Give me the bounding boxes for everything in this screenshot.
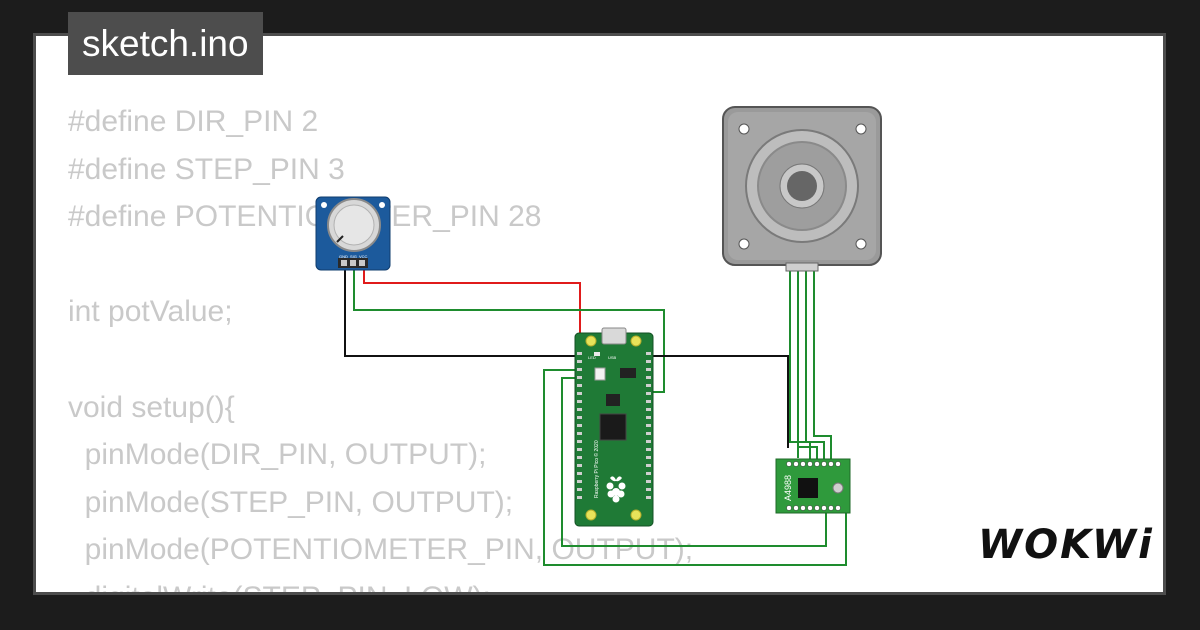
pot-knob-indicator [336,235,344,243]
pico-small-chip [620,368,636,378]
motor-screw-tl [738,123,750,135]
raspberry-pi-pico[interactable]: LED USB Raspberry Pi Pico © 2020 [574,327,654,527]
pico-board-text: Raspberry Pi Pico © 2020 [593,440,600,498]
code-line-5: int potValue; [68,295,233,329]
wire-motor-2[interactable] [797,266,818,460]
code-line-9: pinMode(STEP_PIN, OUTPUT); [68,485,514,519]
stepper-motor[interactable] [722,106,882,272]
motor-screw-bl [738,238,750,250]
code-line-7: void setup(){ [68,390,235,424]
pot-label-sig: SIG [350,254,357,259]
pico-bootsel-button[interactable] [594,367,606,381]
wire-motor-3[interactable] [805,266,825,460]
pico-rp2040-chip [599,413,627,441]
file-tab[interactable]: sketch.ino [68,12,263,75]
wires [344,265,847,566]
a4988-driver[interactable]: A4988 [775,458,851,514]
wire-pico-left-2[interactable] [561,377,827,547]
driver-pins-top [786,461,841,467]
wire-pot-gnd-black[interactable] [344,265,789,448]
pico-hole-tl [585,335,597,347]
pot-pin-vcc [359,260,365,266]
code-line-2: #define STEP_PIN 3 [68,152,345,186]
potentiometer[interactable]: GND SIG VCC [315,196,391,271]
pico-flash-chip [606,394,620,406]
pico-hole-tr [630,335,642,347]
pot-mount-hole-left [321,202,327,208]
driver-chip [798,478,818,498]
wokwi-logo[interactable]: WOKWi [978,522,1154,568]
pico-pins-left [577,352,582,499]
wire-pot-vcc-red[interactable] [363,265,581,378]
motor-shaft [787,171,817,201]
code-line-11: digitalWrite(STEP_PIN, LOW); [68,574,693,592]
pico-hole-br [630,509,642,521]
raspberry-logo-icon [606,476,626,503]
code-line-10: pinMode(POTENTIOMETER_PIN, OUTPUT); [68,533,694,567]
wire-pico-left-1[interactable] [543,369,847,566]
code-line-1: #define DIR_PIN 2 [68,105,319,138]
motor-connector [785,262,819,272]
driver-pins-bottom [786,505,841,511]
pot-pin-sig [350,260,356,266]
driver-trimpot[interactable] [832,482,844,494]
wire-motor-4[interactable] [813,266,832,460]
motor-screw-br [855,238,867,250]
pico-label-led: LED [588,355,596,360]
pico-label-usb: USB [608,355,617,360]
pot-label-vcc: VCC [359,254,368,259]
pot-pin-gnd [341,260,347,266]
motor-screw-tr [855,123,867,135]
driver-chip-label: A4988 [783,475,793,501]
pico-hole-bl [585,509,597,521]
pot-knob-inner [333,204,375,246]
pico-led [594,352,600,356]
pot-mount-hole-right [379,202,385,208]
code-line-8: pinMode(DIR_PIN, OUTPUT); [68,438,487,472]
pico-usb-port [601,327,627,345]
pico-pins-right [646,352,651,499]
wire-pot-sig-green[interactable] [353,265,665,393]
wire-motor-1[interactable] [789,266,811,460]
pot-label-gnd: GND [339,254,348,259]
